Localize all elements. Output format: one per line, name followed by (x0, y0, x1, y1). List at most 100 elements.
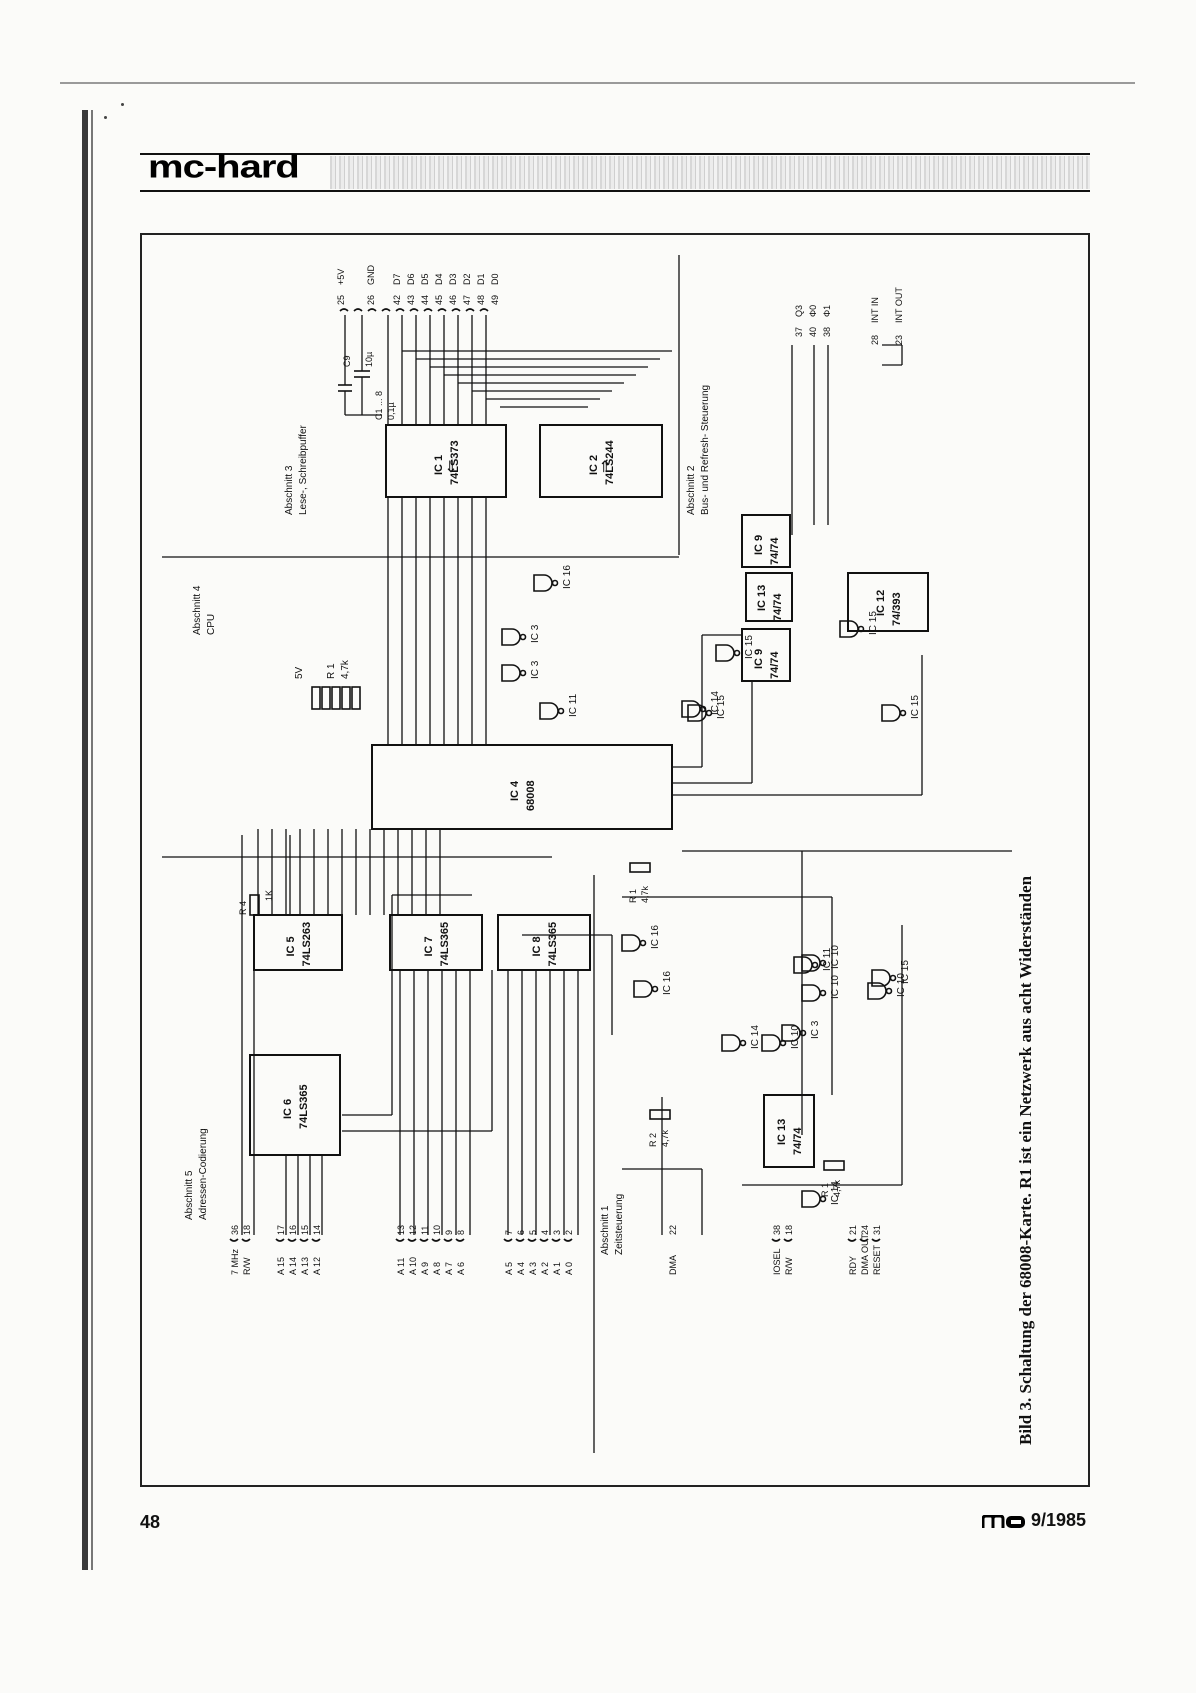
signal-clock-rw-label: 7 MHz (230, 1248, 240, 1275)
logic-gate-bubble (819, 1195, 827, 1203)
signal-iosel-rw-pin-mark (771, 1238, 781, 1242)
signal-address-high-number: 15 (300, 1225, 310, 1235)
signal-address-low-pin-mark (563, 1238, 573, 1242)
chip-ic5-body (253, 914, 343, 971)
connector-pin-mark (367, 308, 377, 312)
logic-gate-label: IC 15 (900, 960, 911, 984)
data-pin-label: D1 (476, 273, 486, 285)
data-pin-label: D4 (434, 273, 444, 285)
logic-gate-label: IC 15 (910, 695, 921, 719)
logic-gate-bubble (899, 709, 907, 717)
logic-gate (801, 1190, 821, 1208)
pin-25-number: 25 (336, 295, 346, 305)
clock-pin-label: Q3 (794, 305, 804, 317)
signal-iosel-rw-number: 38 (772, 1225, 782, 1235)
data-pin-label: D3 (448, 273, 458, 285)
chip-ic4-body (371, 744, 673, 830)
chip-ic6-name: IC 6 (282, 1099, 294, 1119)
signal-address-mid-label: A 7 (444, 1262, 454, 1275)
logic-gate-bubble (857, 625, 865, 633)
resistor-r1-lower (629, 862, 651, 873)
chip-ic8-type: 74LS365 (547, 922, 559, 967)
signal-iosel-rw-label: R/W (784, 1257, 794, 1275)
logic-gate-label: IC 10 (830, 975, 841, 999)
signal-control-number: 21 (848, 1225, 858, 1235)
logic-gate-label: IC 14 (830, 1181, 841, 1205)
header-rule-top (140, 153, 1090, 155)
r1-lower-label: R 1 (628, 889, 638, 903)
chip-ic5-type: 74LS263 (301, 922, 313, 967)
logic-gate-label: IC 10 (896, 973, 907, 997)
logic-gate-bubble (639, 939, 647, 947)
r1-value: 4,7k (340, 659, 351, 679)
clock-pin-label: Φ0 (808, 305, 818, 317)
logic-gate-label: IC 11 (568, 693, 579, 717)
signal-address-mid-pin-mark (431, 1238, 441, 1242)
logic-gate-label: IC 3 (530, 660, 541, 679)
signal-dma-number: 22 (668, 1225, 678, 1235)
logic-gate-bubble (889, 974, 897, 982)
logic-gate-label: IC 16 (650, 925, 661, 949)
r1-bottom-value: 4,7k (832, 1179, 842, 1197)
chip-ic2-type: 74LS244 (604, 439, 616, 485)
signal-clock-rw-pin-mark (229, 1238, 239, 1242)
logic-gate-bubble (819, 959, 827, 967)
header-rule-bottom (140, 190, 1090, 192)
capacitor-c9-label: C9 (342, 355, 352, 367)
capacitor-c9-value: 10µ (364, 352, 374, 367)
chip-ic4-type: 68008 (525, 780, 537, 811)
signal-control-label: DMA OUT (860, 1233, 870, 1275)
ic2-direction-arrow: ⇒ (597, 460, 614, 473)
logic-gate (501, 664, 521, 682)
signal-address-low-label: A 0 (564, 1262, 574, 1275)
data-pin-number: 42 (392, 295, 402, 305)
signal-address-high-label: A 13 (300, 1257, 310, 1275)
resistor-r1-bottom (823, 1160, 845, 1171)
capacitor-c1-value: 0,1µ (386, 402, 396, 420)
section-title: mc-hard (148, 149, 300, 186)
int-pin-number: 23 (894, 335, 904, 345)
signal-address-mid-label: A 8 (432, 1262, 442, 1275)
section-label-3-name: Abschnitt 3 (284, 465, 295, 515)
resistor-r1-element (321, 686, 331, 710)
chip-ic5-name: IC 5 (285, 936, 297, 956)
chip-ic13a-name: IC 13 (756, 585, 768, 611)
signal-address-mid-number: 13 (396, 1225, 406, 1235)
signal-address-mid-pin-mark (407, 1238, 417, 1242)
signal-address-high-pin-mark (275, 1238, 285, 1242)
signal-address-mid-pin-mark (455, 1238, 465, 1242)
logic-gate (533, 574, 553, 592)
logic-gate-bubble (885, 987, 893, 995)
signal-control-label: RDY (848, 1256, 858, 1275)
issue-number: 9/1985 (1031, 1510, 1087, 1530)
chip-ic13a-type: 74/74 (772, 593, 784, 621)
chip-ic9a-name: IC 9 (753, 535, 765, 555)
signal-control-number: 24 (860, 1225, 870, 1235)
chip-ic9a-body (741, 514, 791, 568)
connector-pin-mark (465, 308, 475, 312)
signal-address-low-pin-mark (503, 1238, 513, 1242)
scan-speck (121, 103, 124, 106)
signal-address-high-pin-mark (299, 1238, 309, 1242)
logic-gate-label: IC 15 (744, 635, 755, 659)
capacitor-c1-label: C1 ... 8 (374, 391, 384, 420)
data-pin-label: D6 (406, 273, 416, 285)
signal-clock-rw-label: R/W (242, 1257, 252, 1275)
chip-ic9b-body (741, 628, 791, 682)
connector-pin-mark (479, 308, 489, 312)
r1-supply-label: 5V (294, 666, 305, 679)
data-pin-number: 47 (462, 295, 472, 305)
section-label-4-desc: CPU (206, 614, 217, 635)
data-pin-number: 45 (434, 295, 444, 305)
logic-gate-bubble (519, 669, 527, 677)
r1-lower-value: 4,7k (640, 885, 650, 903)
r4-value: 1K (264, 890, 274, 901)
section-label-5-desc: Adressen-Codierung (198, 1128, 209, 1220)
clock-pin-number: 37 (794, 327, 804, 337)
connector-pin-mark (395, 308, 405, 312)
data-pin-label: D2 (462, 273, 472, 285)
chip-ic13a-body (745, 572, 793, 622)
binding-edge (82, 110, 88, 1570)
pin-26-number: 26 (366, 295, 376, 305)
chip-ic12-name: IC 12 (875, 590, 887, 616)
